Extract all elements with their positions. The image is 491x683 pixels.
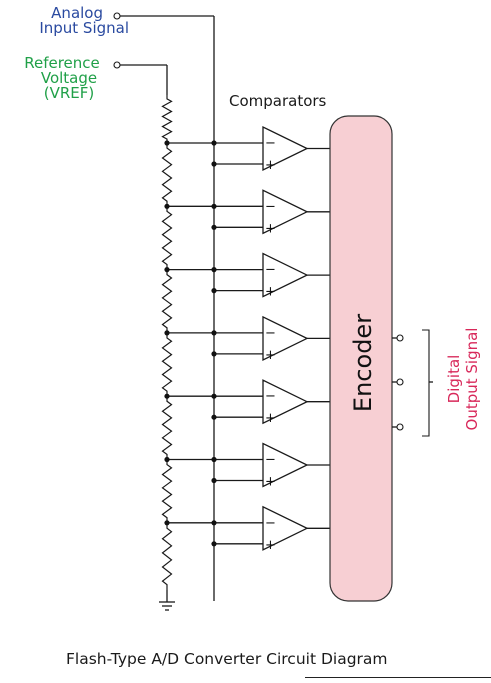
comparator-minus-label: − [265,326,276,341]
analog-input-terminal [113,12,121,20]
output-bracket [422,329,430,437]
comparator-plus-label: + [265,221,276,236]
resistor-5 [161,332,173,397]
comparator-minus-label: − [265,199,276,214]
digital-outputs [392,329,433,437]
bus-plus-junction [211,414,217,420]
comparator-triangle [262,125,309,172]
comparator-7: −+ [167,505,330,553]
digital-output-line-1: Digital [445,354,463,404]
resistor-1 [161,95,173,143]
comparator-4: −+ [167,315,330,363]
ground-symbol [159,590,175,611]
bus-junction [211,140,217,146]
ladder-junction [164,140,170,146]
bus-plus-junction [211,541,217,547]
circuit-wires [120,15,215,601]
resistor-6 [161,396,173,460]
comparator-plus-label: + [265,348,276,363]
comparator-plus-label: + [265,475,276,490]
resistor-8 [161,522,173,590]
resistor-4 [161,269,173,333]
diagram-caption: Flash-Type A/D Converter Circuit Diagram [66,650,388,668]
comparator-1: −+ [167,125,330,173]
ladder-junction [164,330,170,336]
comparator-minus-label: − [265,389,276,404]
bus-junction [211,520,217,526]
ladder-junction [164,267,170,273]
comparator-triangle [262,189,309,235]
encoder-block [329,115,393,602]
analog-input-line-1: Analog [51,4,103,22]
bus-junction [211,330,217,336]
reference-voltage-terminal [113,61,121,69]
reference-line-1: Reference [24,54,100,72]
bus-plus-junction [211,224,217,230]
ladder-junction [164,393,170,399]
ladder-junction [164,203,170,209]
resistor-2 [161,143,173,207]
comparator-6: −+ [167,442,330,490]
resistor-ladder [161,95,173,590]
reference-line-2: Voltage [40,69,98,87]
comparator-triangle [262,442,309,488]
bus-junction [211,267,217,273]
bus-junction [211,456,217,463]
comparator-minus-label: − [265,516,276,531]
comparator-minus-label: − [265,136,276,151]
comparator-triangle [262,505,309,551]
output-terminal-1 [396,334,404,342]
digital-output-label: Digital Output Signal [445,314,483,444]
comparator-array: −+−+−+−+−+−+−+ [167,125,330,553]
bus-junction [211,393,217,399]
resistor-3 [161,206,173,270]
comparator-minus-label: − [265,453,276,468]
comparator-triangle [262,315,309,361]
bus-plus-junction [211,477,217,484]
ladder-junction [164,520,170,526]
comparator-minus-label: − [265,263,276,278]
junction-dots [164,140,217,547]
bus-plus-junction [211,351,217,357]
comparator-2: −+ [167,189,330,236]
output-terminal-3 [396,423,404,431]
comparator-plus-label: + [265,285,276,300]
bus-plus-junction [211,288,217,294]
comparator-plus-label: + [265,538,276,553]
analog-input-label: Analog Input Signal [18,6,129,36]
input-terminals [113,12,121,69]
digital-output-line-2: Output Signal [463,327,481,431]
output-terminal-2 [396,378,404,386]
caption-underline [305,677,491,679]
reference-voltage-label: Reference Voltage (VREF) [16,56,122,101]
analog-input-line-2: Input Signal [39,19,129,37]
comparator-plus-label: + [265,158,276,173]
bus-junction [211,203,217,209]
encoder-label: Encoder [349,313,377,413]
comparator-5: −+ [167,379,330,426]
comparator-plus-label: + [265,411,276,426]
comparators-label: Comparators [229,92,327,110]
reference-line-3: (VREF) [43,84,95,102]
comparator-triangle [262,252,309,298]
comparator-triangle [262,379,309,425]
resistor-7 [161,459,173,523]
bus-plus-junction [211,161,217,167]
ladder-junction [164,456,170,463]
comparator-3: −+ [167,252,330,300]
